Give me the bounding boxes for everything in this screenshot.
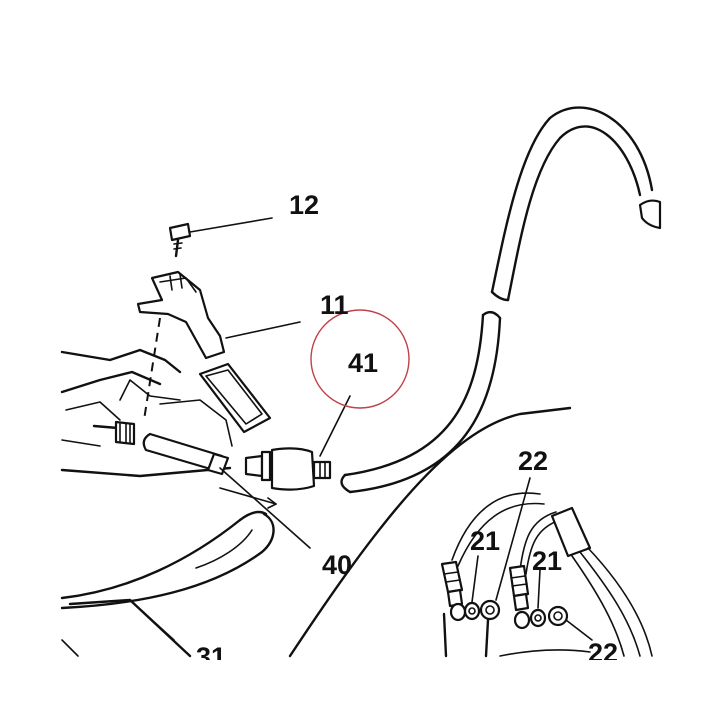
leader-line-22b [565, 619, 593, 641]
bumper-curve-2 [442, 612, 448, 658]
guide-dash-11 [143, 317, 161, 421]
bumper-curve-3 [499, 649, 591, 657]
leader-line-21b [537, 569, 541, 609]
washer-part-21-left [449, 601, 481, 622]
leader-line-21a [471, 555, 479, 603]
nozzle-housing-part-11 [136, 270, 272, 434]
washer-part-22-right [547, 605, 569, 627]
screw-part-12 [168, 222, 192, 258]
fender-lamp [60, 510, 275, 658]
callout-41: 41 [348, 348, 378, 378]
connector-part-41 [244, 447, 332, 491]
callout-22-top: 22 [518, 446, 548, 476]
washer-part-22-left [479, 599, 501, 621]
right-crop-band [662, 0, 720, 720]
hose-fitting-right [638, 199, 662, 230]
leader-line-12 [189, 217, 273, 233]
tube-connector-left [440, 560, 464, 608]
hose-upper [490, 106, 654, 302]
bottom-crop-band [0, 660, 720, 720]
dimension-line-40 [219, 487, 277, 505]
body-panel [60, 348, 233, 478]
dimension-arrow-40 [267, 497, 277, 509]
bumper-curve [484, 618, 490, 658]
bonnet-edge [288, 406, 572, 658]
leader-line-40 [219, 467, 311, 549]
leader-line-22a [495, 477, 531, 601]
callout-12: 12 [289, 190, 319, 220]
nozzle-fitting [92, 420, 136, 446]
callout-40: 40 [322, 550, 352, 580]
leader-line-41 [319, 395, 351, 457]
callout-21-right: 21 [532, 546, 562, 576]
tube-connector-right [508, 564, 530, 612]
tube-bundle [451, 492, 653, 657]
highlight-circle-41 [310, 309, 410, 409]
washer-part-21-right [513, 608, 547, 630]
callout-11: 11 [320, 290, 349, 320]
callout-21-left: 21 [470, 526, 500, 556]
leader-line-11 [225, 321, 301, 339]
short-hose-part-40 [142, 432, 230, 476]
hose-lower [340, 310, 502, 494]
